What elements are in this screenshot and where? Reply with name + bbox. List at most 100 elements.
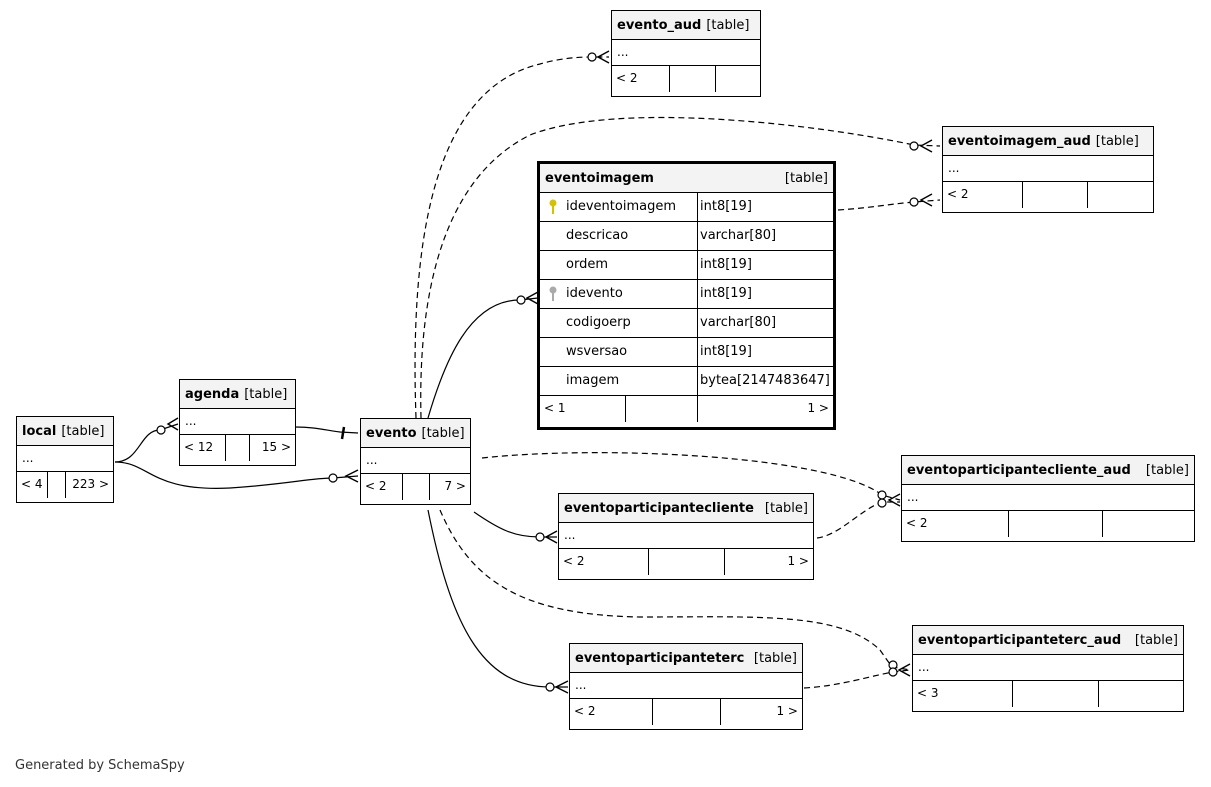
table-name: eventoparticipanteterc_aud [918, 632, 1122, 648]
children-count[interactable] [1103, 511, 1194, 537]
parents-count[interactable]: < 4 [17, 472, 48, 498]
marker-crowfoot [525, 291, 539, 305]
table-footer: < 2 7 > [361, 474, 470, 500]
parents-count[interactable]: < 2 [559, 549, 649, 575]
column-row[interactable]: idevento int8[19] [540, 280, 833, 309]
table-name: evento [366, 425, 417, 441]
table-eventoparticipanteterc[interactable]: eventoparticipanteterc [table] ... < 2 1… [569, 643, 803, 730]
column-row[interactable]: imagem bytea[2147483647] [540, 367, 833, 396]
table-evento[interactable]: evento [table] ... < 2 7 > [360, 418, 471, 505]
table-columns-collapsed: ... [902, 485, 1194, 511]
table-eventoparticipantecliente[interactable]: eventoparticipantecliente [table] ... < … [558, 493, 814, 580]
table-name: local [22, 423, 57, 439]
table-columns-collapsed: ... [570, 673, 802, 699]
table-columns-collapsed: ... [180, 409, 295, 435]
column-type: bytea[2147483647] [700, 373, 830, 388]
link-epc-epc-aud [816, 501, 900, 539]
table-eventoparticipantecliente-aud[interactable]: eventoparticipantecliente_aud [table] ..… [901, 455, 1195, 542]
column-row[interactable]: codigoerp varchar[80] [540, 309, 833, 338]
table-name: agenda [185, 386, 240, 402]
foreign-key-icon [549, 286, 557, 301]
marker-circle [587, 52, 597, 62]
parents-count[interactable]: < 1 [540, 396, 626, 422]
link-evento-evento-aud [414, 56, 609, 419]
table-kind: [table] [706, 17, 750, 33]
link-evento-epc-aud [481, 452, 901, 501]
table-evento-aud[interactable]: evento_aud [table] ... < 2 [611, 10, 761, 97]
column-row[interactable]: wsversao int8[19] [540, 338, 833, 367]
link-eventoimagem-eventoimagem-aud [837, 199, 941, 211]
link-evento-eventoimagem-aud [420, 116, 941, 419]
table-eventoparticipanteterc-aud[interactable]: eventoparticipanteterc_aud [table] ... <… [912, 625, 1184, 712]
children-count[interactable]: 15 > [261, 440, 291, 454]
column-name: codigoerp [566, 315, 631, 330]
row-count [403, 474, 430, 500]
marker-crowfoot [344, 469, 359, 483]
table-footer: < 2 [902, 511, 1194, 537]
children-count[interactable] [1088, 182, 1153, 208]
row-count [1013, 681, 1099, 707]
link-evento-ept [427, 509, 568, 688]
marker-crowfoot [897, 663, 911, 677]
children-count[interactable]: 1 > [787, 554, 809, 568]
table-kind: [table] [1134, 632, 1178, 648]
table-columns-collapsed: ... [17, 446, 113, 472]
table-kind: [table] [244, 386, 288, 402]
table-agenda[interactable]: agenda [table] ... < 12 15 > [179, 379, 296, 466]
children-count[interactable] [716, 66, 760, 92]
table-kind: [table] [1145, 462, 1189, 478]
marker-circle [909, 197, 919, 207]
column-name: descricao [566, 228, 629, 243]
marker-crowfoot [596, 50, 610, 64]
marker-circle [328, 473, 338, 483]
column-row[interactable]: descricao varchar[80] [540, 222, 833, 251]
table-footer: < 2 [612, 66, 760, 92]
children-count[interactable]: 1 > [807, 401, 829, 415]
table-footer: < 12 15 > [180, 435, 295, 461]
marker-circle [877, 490, 887, 500]
row-count [649, 549, 725, 575]
table-header: eventoparticipanteterc_aud [table] [913, 626, 1183, 655]
marker-one [340, 426, 346, 440]
table-name: eventoimagem_aud [948, 133, 1091, 149]
table-kind: [table] [764, 500, 808, 516]
parents-count[interactable]: < 2 [361, 474, 403, 500]
parents-count[interactable]: < 2 [570, 699, 653, 725]
parents-count[interactable]: < 2 [902, 511, 1009, 537]
table-eventoimagem-aud[interactable]: eventoimagem_aud [table] ... < 2 [942, 126, 1154, 213]
parents-count[interactable]: < 12 [180, 435, 226, 461]
children-count[interactable]: 7 > [444, 479, 466, 493]
children-count[interactable]: 1 > [776, 704, 798, 718]
parents-count[interactable]: < 2 [943, 182, 1023, 208]
link-ept-ept-aud [803, 669, 911, 689]
table-columns-collapsed: ... [943, 156, 1153, 182]
row-count [1009, 511, 1103, 537]
table-local[interactable]: local [table] ... < 4 223 > [16, 416, 114, 503]
table-name: evento_aud [617, 17, 702, 33]
table-kind: [table] [421, 425, 465, 441]
primary-key-icon [549, 199, 557, 214]
marker-circle [535, 532, 545, 542]
children-count[interactable]: 223 > [72, 477, 109, 491]
column-type: varchar[80] [700, 228, 777, 243]
column-name: wsversao [566, 344, 628, 359]
table-eventoimagem[interactable]: eventoimagem [table] ideventoimagem int8… [537, 161, 836, 430]
column-row[interactable]: ordem int8[19] [540, 251, 833, 280]
table-header: local [table] [17, 417, 113, 446]
table-columns-collapsed: ... [612, 40, 760, 66]
table-name: eventoparticipanteterc [575, 650, 745, 666]
parents-count[interactable]: < 3 [913, 681, 1013, 707]
table-footer: < 1 1 > [540, 396, 833, 422]
column-row[interactable]: ideventoimagem int8[19] [540, 193, 833, 222]
children-count[interactable] [1099, 681, 1183, 707]
marker-crowfoot [166, 417, 179, 431]
row-count [1023, 182, 1088, 208]
table-header: eventoparticipanteterc [table] [570, 644, 802, 673]
table-footer: < 4 223 > [17, 472, 113, 498]
parents-count[interactable]: < 2 [612, 66, 670, 92]
table-footer: < 2 [943, 182, 1153, 208]
table-footer: < 2 1 > [570, 699, 802, 725]
column-name: ideventoimagem [566, 199, 676, 214]
marker-crowfoot [554, 680, 569, 694]
